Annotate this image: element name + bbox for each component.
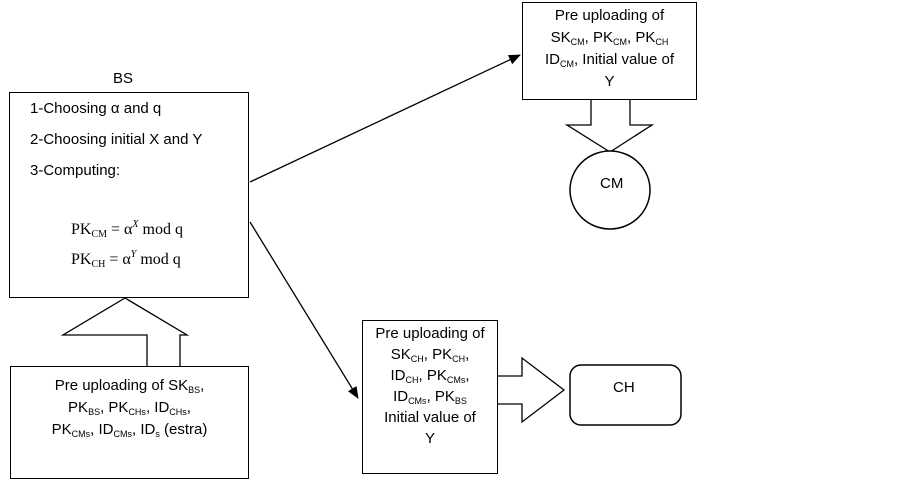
- cm-upload-line-4: Y: [604, 73, 615, 90]
- ch-upload-l3-sub-1: CMs: [446, 375, 466, 385]
- cm-upload-l2-text-2: , PK: [627, 29, 656, 46]
- bs-upload-l2-text-2: , ID: [145, 399, 170, 416]
- ch-upload-l4-sub-0: CMs: [408, 396, 427, 406]
- hollow-arrow-up: [60, 297, 190, 366]
- ch-node-label: CH: [613, 379, 635, 396]
- ch-node-box: [569, 364, 682, 426]
- formula-pk-cm: PKCM = αX mod q: [71, 219, 183, 240]
- bs-upload-l3-sub-0: CMs: [71, 429, 91, 439]
- ch-upload-l2-text-2: ,: [465, 346, 470, 363]
- cm-upload-l3-text-1: , Initial value of: [573, 51, 675, 68]
- ch-upload-l3-sub-0: CH: [405, 375, 419, 385]
- hollow-arrow-right-shape: [498, 356, 566, 424]
- cm-upload-l2-sub-0: CM: [570, 37, 585, 47]
- ch-upload-line-5: Initial value of: [384, 409, 476, 426]
- cm-upload-line-1: Pre uploading of: [554, 7, 665, 24]
- ch-upload-l2-text-1: , PK: [423, 346, 453, 363]
- cm-upload-line-3: IDCM, Initial value of: [523, 49, 696, 71]
- arrow-bs-to-cm-upload: [249, 54, 521, 183]
- hollow-arrow-down: [564, 100, 655, 153]
- ch-upload-line-3: IDCH, PKCMs,: [363, 365, 497, 386]
- cm-upload-line-2: SKCM, PKCM, PKCH: [523, 27, 696, 49]
- ch-upload-l3-text-1: , PK: [418, 367, 447, 384]
- bs-upload-l2-text-0: PK: [68, 399, 89, 416]
- bs-upload-l2-text-3: ,: [186, 399, 191, 416]
- bs-upload-l3-sub-1: CMs: [113, 429, 133, 439]
- bs-upload-box: Pre uploading of SKBS, PKBS, PKCHs, IDCH…: [10, 366, 249, 479]
- bs-upload-l2-text-1: , PK: [100, 399, 129, 416]
- cm-upload-l3-text-0: ID: [544, 51, 560, 68]
- cm-upload-l2-sub-2: CH: [655, 37, 669, 47]
- cm-upload-l2-text-0: SK: [550, 29, 571, 46]
- cm-node-label: CM: [600, 175, 624, 192]
- ch-upload-l2-sub-1: CH: [452, 354, 466, 364]
- formula-pk-ch: PKCH = αY mod q: [71, 249, 181, 270]
- ch-upload-box: Pre uploading of SKCH, PKCH, IDCH, PKCMs…: [362, 320, 498, 474]
- bs-upload-line-3: PKCMs, IDCMs, IDs (estra): [11, 419, 248, 441]
- cm-upload-l2-sub-1: CM: [613, 37, 627, 47]
- ch-upload-line-6: Y: [424, 430, 435, 447]
- cm-upload-l2-text-1: , PK: [584, 29, 613, 46]
- bs-upload-l2-sub-1: CHs: [128, 407, 146, 417]
- cm-upload-box: Pre uploading of SKCM, PKCM, PKCH IDCM, …: [522, 2, 697, 100]
- bs-upload-l3-text-3: (estra): [159, 421, 208, 438]
- bs-upload-l3-text-1: , ID: [90, 421, 114, 438]
- bs-upload-l3-sub-2: s: [155, 429, 160, 439]
- bs-step-1: 1-Choosing α and q: [30, 100, 162, 117]
- ch-upload-l3-text-2: ,: [465, 367, 470, 384]
- bs-upload-l3-text-2: , ID: [132, 421, 156, 438]
- bs-upload-line-1: Pre uploading of SKBS,: [54, 377, 205, 395]
- ch-upload-l3-text-0: ID: [390, 367, 406, 384]
- ch-upload-l4-sub-1: BS: [454, 396, 467, 406]
- ch-upload-line-1: Pre uploading of: [375, 325, 485, 342]
- bs-steps: 1-Choosing α and q 2-Choosing initial X …: [30, 101, 202, 194]
- arrow-bs-to-ch-upload: [249, 221, 359, 399]
- ch-upload-l4-text-0: ID: [393, 388, 409, 405]
- bs-step-2: 2-Choosing initial X and Y: [30, 131, 203, 148]
- ch-upload-l4-text-1: , PK: [426, 388, 455, 405]
- ch-upload-line-4: IDCMs, PKBS: [363, 386, 497, 407]
- ch-upload-line-2: SKCH, PKCH,: [363, 344, 497, 365]
- bs-upload-l3-text-0: PK: [51, 421, 72, 438]
- bs-upload-l2-sub-2: CHs: [169, 407, 187, 417]
- bs-title: BS: [113, 70, 134, 87]
- bs-upload-line-2: PKBS, PKCHs, IDCHs,: [11, 397, 248, 419]
- cm-upload-l3-sub-0: CM: [559, 59, 574, 69]
- bs-upload-l2-sub-0: BS: [88, 407, 101, 417]
- ch-upload-l2-text-0: SK: [390, 346, 411, 363]
- bs-step-3: 3-Computing:: [30, 162, 121, 179]
- cm-circle: [569, 150, 651, 230]
- bs-box: 1-Choosing α and q 2-Choosing initial X …: [9, 92, 249, 298]
- ch-upload-l2-sub-0: CH: [410, 354, 424, 364]
